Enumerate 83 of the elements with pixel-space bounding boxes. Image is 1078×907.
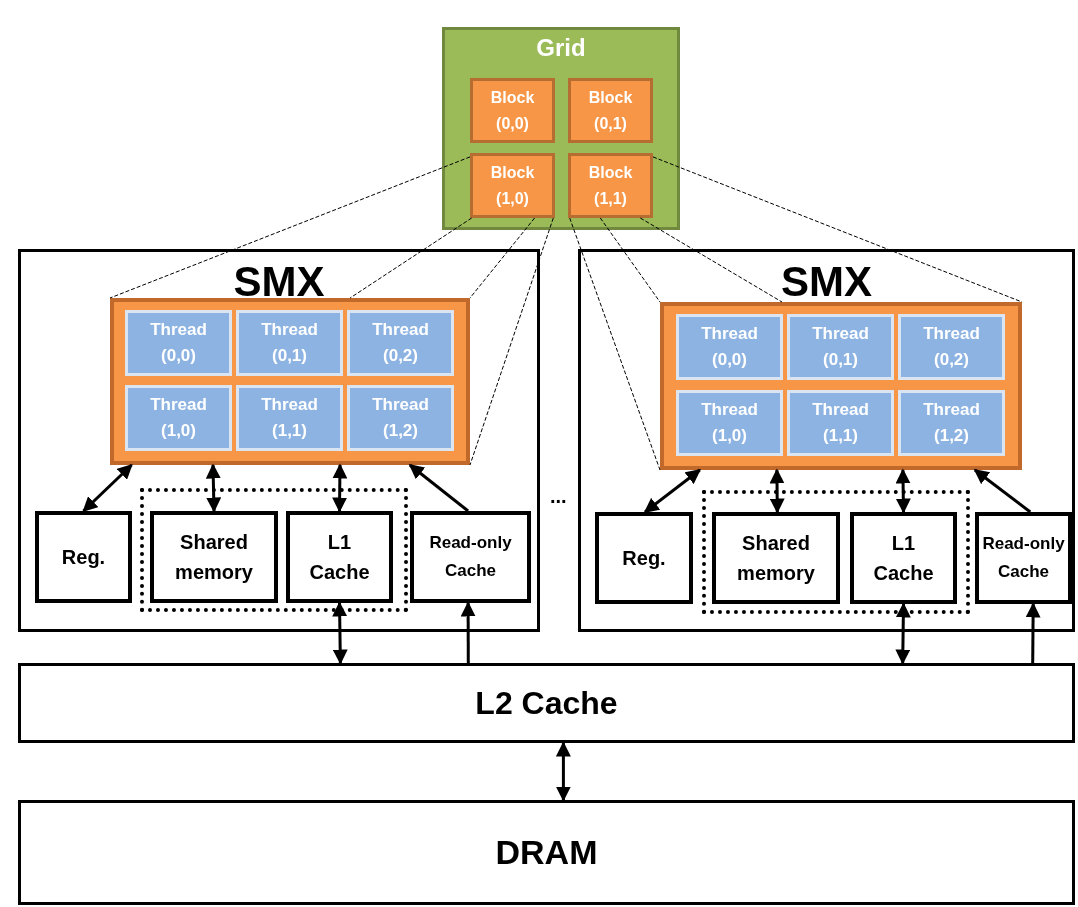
arrow — [769, 468, 785, 514]
thread-label: Thread (1,0) — [149, 394, 208, 442]
thread-box — [898, 314, 1005, 380]
memory-box — [712, 512, 840, 604]
thread-block-box — [660, 302, 1022, 470]
dashed-projection-line — [469, 217, 554, 466]
dram-label: DRAM — [495, 833, 598, 872]
thread-label: Thread (1,1) — [260, 394, 319, 442]
block-box — [568, 153, 653, 218]
block-label: Block (0,1) — [587, 87, 634, 134]
ellipsis-label: ... — [550, 485, 567, 508]
thread-block-box — [110, 298, 470, 465]
dashed-projection-line — [652, 156, 1023, 303]
memory-box — [595, 512, 693, 604]
memory-label: L1 Cache — [872, 531, 935, 586]
arrow — [408, 463, 470, 513]
arrow — [82, 463, 133, 513]
thread-label: Thread (1,2) — [371, 394, 430, 442]
arrow — [895, 602, 911, 665]
grid-box — [442, 27, 680, 230]
smx-box — [18, 249, 540, 632]
cache-label: Read-only Cache — [981, 533, 1066, 583]
cache-label: Read-only Cache — [428, 532, 513, 582]
smx-box — [578, 249, 1075, 632]
memory-label: Shared memory — [736, 531, 816, 586]
cache-label: L2 Cache — [475, 684, 618, 722]
thread-label: Thread (0,1) — [811, 323, 870, 371]
thread-box — [898, 390, 1005, 456]
memory-label: Reg. — [61, 545, 106, 570]
dram-bar — [18, 800, 1075, 905]
arrow — [973, 468, 1032, 514]
thread-box — [125, 385, 232, 451]
block-label: Block (1,1) — [587, 162, 634, 209]
grid-title: Grid — [535, 34, 587, 62]
thread-label: Thread (0,0) — [149, 319, 208, 367]
thread-box — [125, 310, 232, 376]
smx-title: SMX — [232, 258, 326, 306]
thread-box — [676, 390, 783, 456]
dashed-projection-line — [569, 217, 661, 471]
dashed-projection-line — [349, 217, 473, 299]
thread-label: Thread (0,1) — [260, 319, 319, 367]
arrow — [332, 601, 348, 665]
arrow — [555, 741, 571, 802]
arrow — [895, 468, 911, 514]
block-box — [470, 153, 555, 218]
arrow — [460, 601, 476, 663]
thread-box — [676, 314, 783, 380]
memory-box — [150, 511, 278, 603]
block-label: Block (1,0) — [489, 162, 536, 209]
memory-label: Shared memory — [174, 530, 254, 585]
arrow — [205, 463, 222, 513]
smx-title: SMX — [780, 258, 873, 306]
thread-label: Thread (0,2) — [922, 323, 981, 371]
dashed-projection-line — [639, 217, 783, 303]
arrow — [643, 468, 701, 514]
thread-label: Thread (1,2) — [922, 399, 981, 447]
dashed-projection-line — [469, 217, 536, 299]
block-label: Block (0,0) — [489, 87, 536, 134]
memory-box — [35, 511, 132, 603]
thread-box — [787, 314, 894, 380]
thread-label: Thread (0,2) — [371, 319, 430, 367]
thread-box — [347, 385, 454, 451]
memory-box — [850, 512, 957, 604]
thread-label: Thread (1,1) — [811, 399, 870, 447]
thread-box — [347, 310, 454, 376]
dashed-projection-line — [109, 156, 471, 299]
arrow — [332, 463, 348, 513]
memory-box — [286, 511, 393, 603]
block-box — [470, 78, 555, 143]
memory-label: L1 Cache — [308, 530, 371, 585]
dotted-group-box — [140, 488, 408, 612]
thread-label: Thread (1,0) — [700, 399, 759, 447]
dotted-group-box — [702, 490, 970, 614]
cache-box — [410, 511, 531, 603]
thread-box — [236, 310, 343, 376]
block-box — [568, 78, 653, 143]
thread-box — [236, 385, 343, 451]
arrow — [1025, 602, 1041, 663]
thread-label: Thread (0,0) — [700, 323, 759, 371]
cache-box — [975, 512, 1072, 604]
cache-bar — [18, 663, 1075, 743]
thread-box — [787, 390, 894, 456]
memory-label: Reg. — [622, 546, 666, 571]
